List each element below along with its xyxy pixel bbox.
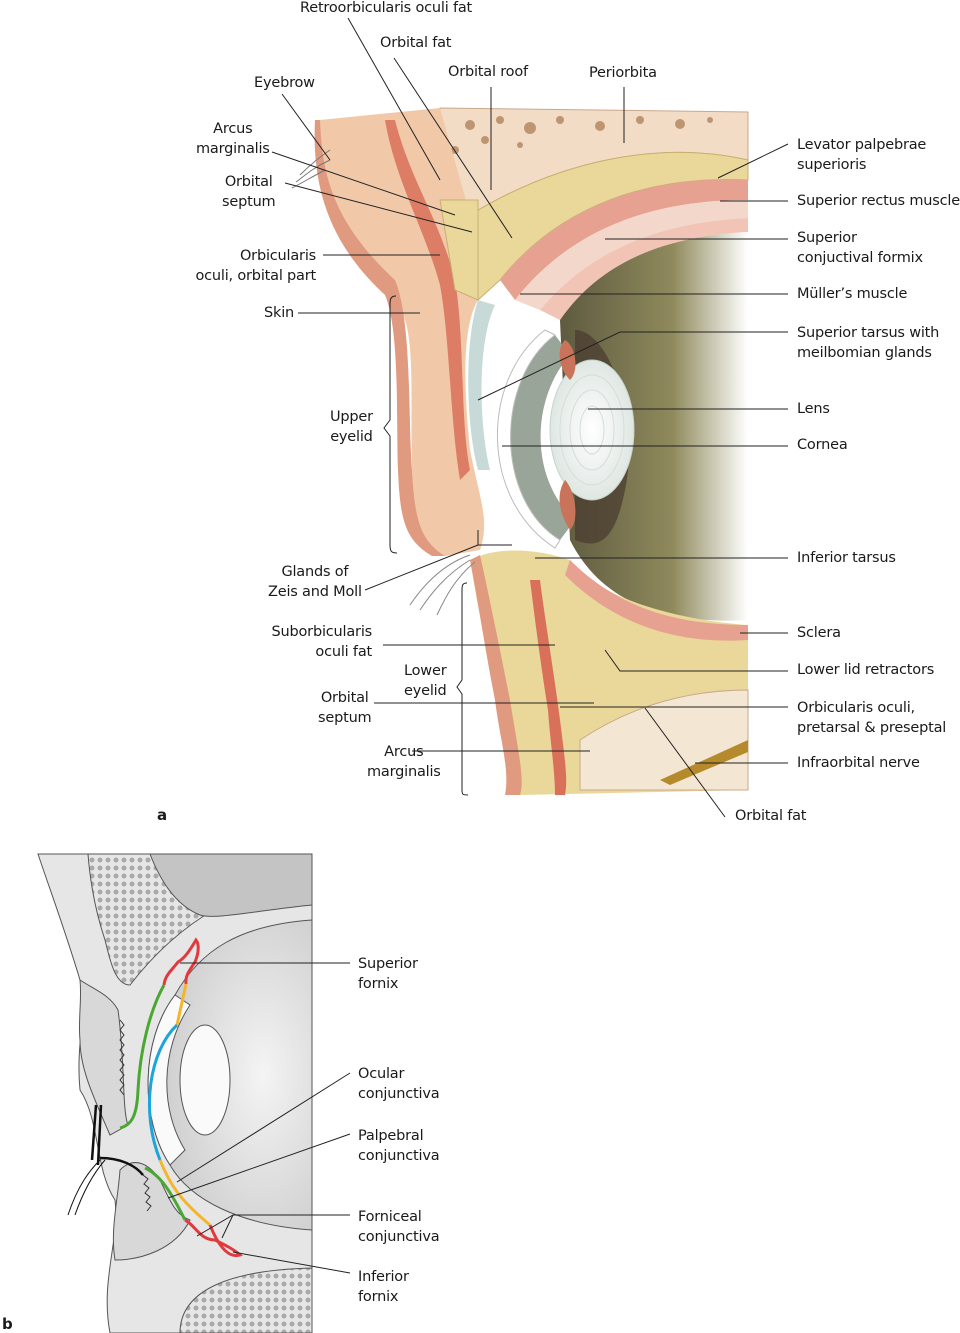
label-upper-eyelid: Upper eyelid	[330, 409, 373, 445]
eyebrow-hairs	[291, 149, 331, 189]
label-superior-fornix: Superior conjuctival formix	[797, 230, 923, 266]
b-cornea-chamber	[147, 994, 191, 1166]
iris-upper	[559, 340, 576, 380]
label-b-palpebral-conjunctiva: Palpebral conjunctiva	[358, 1128, 440, 1164]
iris-lower	[559, 480, 576, 530]
b-conj-corneal	[147, 1023, 179, 1161]
cornea-shape	[497, 329, 561, 549]
label-sclera: Sclera	[797, 625, 841, 641]
label-retroorbicularis-fat: Retroorbicularis oculi fat	[300, 0, 473, 16]
eyelash-hairs	[409, 554, 476, 616]
label-orbicularis-pretarsal: Orbicularis oculi, pretarsal & preseptal	[797, 700, 947, 736]
leader-retractors	[604, 649, 788, 672]
label-skin: Skin	[264, 305, 295, 321]
label-suborbicularis-fat: Suborbicularis oculi fat	[271, 624, 373, 660]
cancellous-bone-pattern	[451, 116, 713, 154]
lens-rings	[559, 374, 625, 486]
b-upper-lid	[78, 978, 129, 1136]
b-conj-palpebral-lower	[144, 1166, 187, 1221]
label-b-superior-fornix: Superior fornix	[358, 956, 418, 992]
upper-eyelid-brace	[383, 295, 398, 554]
label-superior-rectus: Superior rectus muscle	[797, 193, 960, 209]
lower-eyelid-skin	[470, 555, 522, 795]
leader-b-forniceal	[196, 1214, 350, 1239]
b-sinus	[149, 853, 313, 917]
b-lens	[179, 1024, 231, 1136]
leader-arcus-upper	[271, 151, 456, 216]
label-orbital-septum-lower: Orbital septum	[318, 690, 372, 726]
leader-septum-upper	[284, 182, 473, 233]
orbicularis-muscle-lower	[530, 580, 567, 795]
b-conj-palpebral-upper	[119, 984, 166, 1130]
panel-b-letter: b	[2, 1315, 13, 1333]
label-lower-eyelid: Lower eyelid	[404, 663, 447, 699]
b-lower-lid	[112, 1162, 191, 1261]
panel-a-letter: a	[157, 806, 168, 824]
label-orbital-fat-bottom: Orbital fat	[735, 808, 807, 824]
b-meibomian-lower	[142, 1174, 152, 1212]
label-orbicularis-orbital: Orbicularis oculi, orbital part	[195, 248, 316, 284]
label-levator: Levator palpebrae superioris	[797, 137, 927, 173]
label-infraorbital-nerve: Infraorbital nerve	[797, 755, 920, 771]
anterior-chamber	[510, 335, 575, 540]
label-arcus-marginalis-upper: Arcus marginalis	[196, 121, 270, 157]
tarsus-upper	[468, 300, 495, 470]
leader-eyebrow	[281, 93, 331, 161]
leader-b-inferior-fornix	[232, 1251, 351, 1274]
label-muller: Müller’s muscle	[797, 286, 908, 302]
label-inferior-tarsus: Inferior tarsus	[797, 550, 896, 566]
label-orbital-fat-top: Orbital fat	[380, 35, 452, 51]
label-b-forniceal-conjunctiva: Forniceal conjunctiva	[358, 1209, 440, 1245]
lens-shape	[549, 359, 635, 501]
leader-retroorbicularis	[347, 17, 441, 181]
leader-levator	[717, 143, 789, 179]
label-orbital-roof: Orbital roof	[448, 64, 528, 80]
leader-b-palpebral	[167, 1133, 351, 1199]
panel-a-illustration	[291, 100, 760, 800]
label-periorbita: Periorbita	[589, 65, 657, 81]
label-eyebrow: Eyebrow	[254, 75, 315, 91]
label-orbital-septum-upper: Orbital septum	[222, 174, 276, 210]
b-conj-inferior-fornix	[184, 1218, 243, 1258]
leader-orbital-fat-bottom	[644, 707, 726, 818]
upper-eyelid-skin	[314, 120, 445, 556]
label-glands-zeis-moll: Glands of Zeis and Moll	[268, 564, 362, 600]
label-b-inferior-fornix: Inferior fornix	[358, 1269, 409, 1305]
b-conj-bulbar-upper	[175, 983, 188, 1026]
panel-a-leader-lines	[271, 17, 789, 818]
leader-b-ocular	[176, 1072, 351, 1183]
orbital-septum-fat-upper	[439, 199, 479, 301]
label-cornea: Cornea	[797, 437, 848, 453]
leader-sup-tarsus	[477, 331, 788, 401]
b-meibomian-upper	[119, 1019, 125, 1096]
label-lower-lid-retractors: Lower lid retractors	[797, 662, 935, 678]
b-eyelashes	[90, 1104, 144, 1176]
leader-glands	[364, 530, 512, 591]
orbicularis-muscle-upper	[385, 120, 470, 480]
b-roof-bone	[87, 853, 313, 986]
b-globe	[147, 919, 313, 1231]
label-arcus-marginalis-lower: Arcus marginalis	[367, 744, 441, 780]
b-conj-bulbar-lower	[158, 1159, 211, 1227]
label-lens: Lens	[797, 401, 830, 417]
b-floor-bone	[179, 1267, 313, 1333]
label-superior-tarsus: Superior tarsus with meilbomian glands	[797, 325, 940, 361]
b-soft-tissue	[37, 853, 313, 1333]
label-b-ocular-conjunctiva: Ocular conjunctiva	[358, 1066, 440, 1102]
leader-orbital-fat-top	[393, 57, 513, 239]
b-lower-lashes	[67, 1159, 106, 1216]
b-conj-superior-fornix	[162, 937, 200, 986]
lower-eyelid-brace	[456, 582, 469, 796]
